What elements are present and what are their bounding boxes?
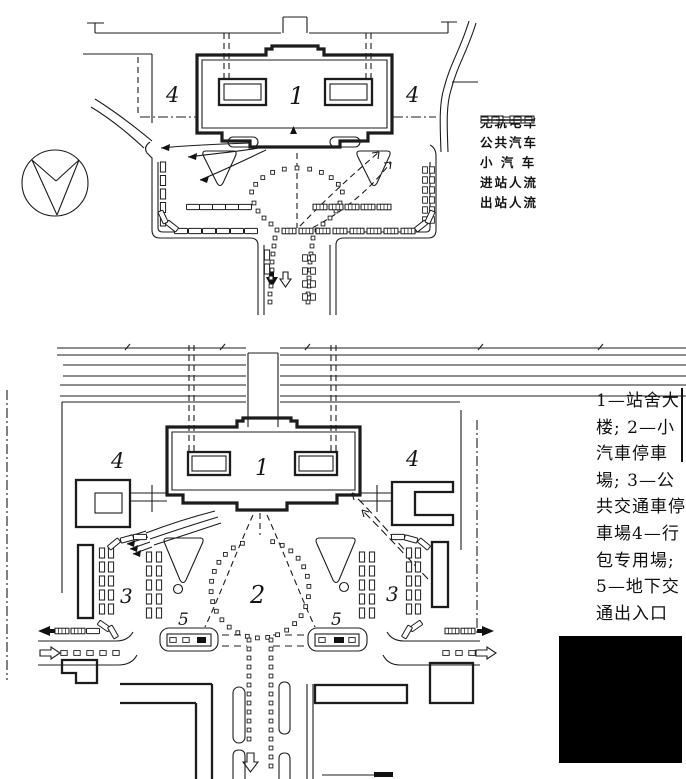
- inner-courtyard-left: [186, 450, 232, 477]
- avenue-car-dots: [246, 637, 274, 769]
- south-avenue: [60, 658, 475, 779]
- legend-row-exit-flow: 出站人流: [480, 119, 650, 211]
- enter-flow-lines: [296, 151, 392, 233]
- underpass-dashed: [188, 345, 337, 452]
- caption-line: 車場4—行: [596, 523, 680, 544]
- south-arrow-outline: [241, 752, 260, 773]
- legend-label-enter-flow: 进站人流: [480, 174, 539, 190]
- area-label-2: 2: [249, 581, 265, 609]
- south-road-buses: [263, 249, 271, 275]
- enter-flow-lines: [204, 492, 429, 628]
- caption-line: 1—站舍大: [596, 391, 680, 411]
- plaza-islands: [163, 537, 356, 595]
- legend-row-bus: 公共汽车: [480, 115, 650, 152]
- middle-bus-row: [186, 203, 252, 211]
- bottom-trolley-row: [281, 227, 416, 235]
- area-label-4-right: 4: [405, 83, 419, 107]
- corner-block-left: [60, 658, 99, 685]
- underground-entrance-right: [307, 627, 368, 652]
- railway-tracks: [57, 343, 686, 397]
- median-island: [278, 681, 291, 735]
- caption-line: 楼; 2—小: [596, 417, 675, 438]
- track-break-marks: [124, 343, 604, 351]
- margin-rule: [681, 388, 683, 462]
- figure-caption: 1—站舍大 楼; 2—小 汽車停車 場; 3—公 共交通車停 車場4—行 包专用…: [596, 388, 686, 627]
- station-building-top: 1: [195, 44, 394, 149]
- area-label-4-left: 4: [165, 83, 179, 107]
- middle-trolley-row: [312, 203, 392, 211]
- site-boundary: [6, 390, 478, 680]
- legend-row-enter-flow: 进站人流: [480, 119, 650, 191]
- legend-label-bus: 公共汽车: [480, 135, 539, 151]
- north-arrow-compass: [21, 149, 89, 217]
- area-label-5-right: 5: [331, 610, 342, 630]
- legend: 无轨电车 公共汽车 小 汽 车 进站人流: [480, 112, 650, 211]
- left-pavilion: [74, 478, 167, 620]
- right-pavilion: [360, 480, 455, 609]
- legend-label-exit-flow: 出站人流: [480, 194, 539, 210]
- area-label-5-left: 5: [178, 610, 189, 630]
- area-label-3-right: 3: [386, 582, 399, 606]
- station-building-bottom: 1: [165, 416, 362, 512]
- inner-courtyard-right: [293, 450, 339, 477]
- top-site-plan-diagram: 1 4 4: [21, 16, 478, 315]
- caption-line: 場; 3—公: [596, 470, 675, 491]
- caption-line: 包专用場;: [596, 550, 675, 571]
- area-label-4-left: 4: [110, 449, 124, 473]
- caption-line: 5—地下交: [596, 577, 680, 598]
- inner-courtyard-right: [323, 77, 374, 107]
- underground-entrance-left: [159, 627, 219, 652]
- legend-row-car: 小 汽 车: [480, 116, 650, 172]
- caption-line: 汽車停車: [596, 444, 668, 465]
- station-axis-stub: [282, 16, 308, 33]
- area-label-3-left: 3: [120, 584, 133, 608]
- median-island: [232, 686, 246, 744]
- west-approach-road: [90, 98, 153, 149]
- corner-block-far-right: [428, 661, 475, 705]
- redaction-block: [559, 636, 682, 763]
- left-yard-boundary: [83, 53, 153, 123]
- corner-block-right: [313, 683, 409, 705]
- street-cars: [60, 650, 476, 656]
- underground-link-dashed: [222, 634, 306, 647]
- cross-streets: [38, 626, 497, 666]
- inner-courtyard-left: [217, 77, 268, 107]
- caption-line: 通出入口: [596, 603, 668, 624]
- east-approach-road: [439, 20, 478, 153]
- exit-flow-symbol: [481, 119, 535, 121]
- station-corridor: [247, 352, 279, 427]
- exit-flow-lines: [160, 142, 267, 183]
- traffic-islands: [202, 136, 391, 187]
- street-bus: [86, 627, 100, 635]
- area-label-1: 1: [289, 82, 304, 110]
- caption-line: 共交通車停: [596, 497, 686, 518]
- plaza-outline: [144, 141, 437, 315]
- area-label-1: 1: [255, 456, 269, 481]
- east-arrow: [482, 626, 494, 636]
- east-arrow-outline: [39, 645, 61, 661]
- legend-label-car: 小 汽 车: [480, 154, 537, 170]
- top-road: [87, 16, 457, 34]
- west-arrow: [38, 626, 50, 636]
- entrance-arrow: [290, 126, 297, 134]
- bottom-site-plan-diagram: 1 4 4 2 3 3 5 5: [6, 343, 686, 779]
- area-label-4-right: 4: [405, 447, 419, 471]
- bottom-bus-row: [174, 227, 258, 235]
